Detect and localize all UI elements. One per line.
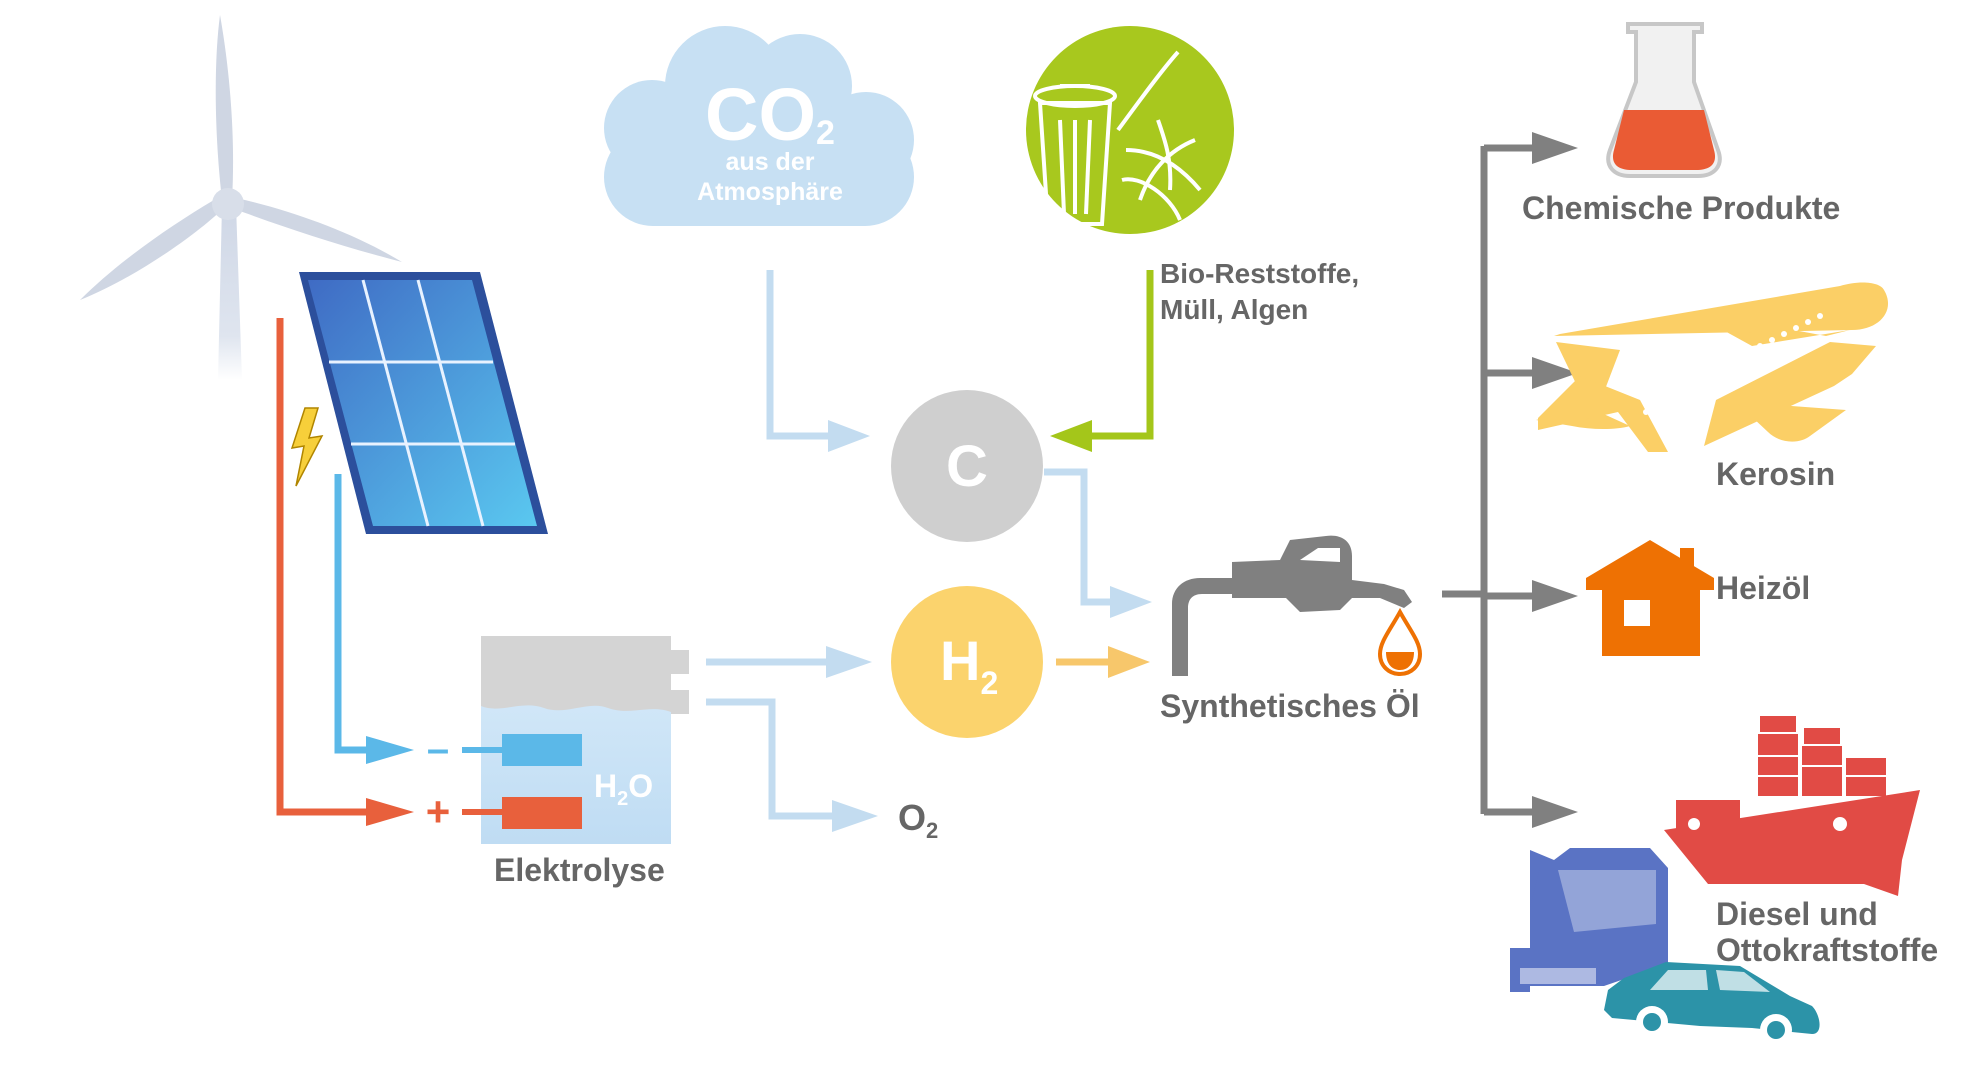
oil-drop-fill	[1386, 652, 1414, 670]
carbon-to-oil-arrow	[1044, 468, 1114, 606]
output-tree	[1442, 144, 1536, 816]
output-arrowheads	[1532, 132, 1578, 828]
bio-waste-circle	[1026, 26, 1234, 234]
flask-icon	[1606, 22, 1722, 178]
hydrogen-circle	[891, 586, 1043, 738]
blue-wire-arrowhead	[366, 736, 414, 764]
bio-label-line2: Müll, Algen	[1160, 294, 1309, 325]
bio-label-line1: Bio-Reststoffe,	[1160, 258, 1360, 289]
co2-caption-line2: Atmosphäre	[697, 178, 843, 206]
electrolysis-to-o2-arrow	[706, 698, 836, 820]
bio-label: Bio-Reststoffe, Müll, Algen	[1160, 256, 1359, 328]
product-diesel-line1: Diesel und	[1716, 896, 1878, 932]
bio-to-carbon-arrow	[1090, 270, 1154, 440]
airplane-icon	[1536, 282, 1889, 452]
co2-to-carbon-arrowhead	[828, 420, 870, 452]
algae-icon	[1116, 50, 1202, 221]
airplane-windows	[1643, 313, 1823, 415]
water-formula: H2O	[594, 768, 653, 810]
lightning-icon	[290, 407, 324, 487]
red-wire	[276, 318, 370, 816]
minus-sign: –	[427, 727, 449, 771]
fuel-nozzle-icon	[1172, 535, 1412, 676]
co2-formula: CO2	[705, 73, 835, 156]
hydrogen-formula: H2	[940, 629, 998, 701]
plus-sign: +	[426, 788, 451, 835]
carbon-to-oil-arrowhead	[1110, 586, 1152, 618]
solar-panel-icon	[299, 272, 548, 534]
ship-icon	[1664, 716, 1920, 896]
product-diesel-line2: Ottokraftstoffe	[1716, 932, 1939, 968]
product-kerosin: Kerosin	[1716, 456, 1836, 492]
product-heizoel: Heizöl	[1716, 570, 1811, 606]
product-diesel: Diesel und Ottokraftstoffe	[1716, 896, 1938, 968]
carbon-circle	[891, 390, 1043, 542]
product-chemische-produkte: Chemische Produkte	[1522, 190, 1841, 226]
blue-wire	[334, 474, 370, 754]
bio-to-carbon-arrowhead	[1050, 420, 1092, 452]
oxygen-formula: O2	[898, 797, 938, 843]
electrolysis-to-h2-arrowhead	[826, 646, 872, 678]
house-icon	[1586, 540, 1714, 656]
trash-can-icon	[1033, 84, 1117, 226]
electrolysis-to-o2-arrowhead	[832, 800, 878, 832]
car-icon	[1604, 962, 1820, 1046]
anode-electrode	[502, 797, 582, 829]
co2-caption-line1: aus der	[726, 148, 815, 176]
electrode-wires	[462, 747, 502, 815]
wind-turbine-icon	[80, 15, 402, 380]
cathode-electrode	[502, 734, 582, 766]
co2-cloud	[604, 26, 914, 226]
co2-to-carbon-arrow	[766, 270, 830, 440]
carbon-symbol: C	[946, 434, 988, 499]
red-wire-arrowhead	[366, 798, 414, 826]
truck-icon	[1510, 848, 1668, 992]
synthetic-oil-label: Synthetisches Öl	[1160, 688, 1420, 724]
electrolysis-label: Elektrolyse	[494, 852, 665, 888]
h2-to-oil-arrowhead	[1108, 646, 1150, 678]
